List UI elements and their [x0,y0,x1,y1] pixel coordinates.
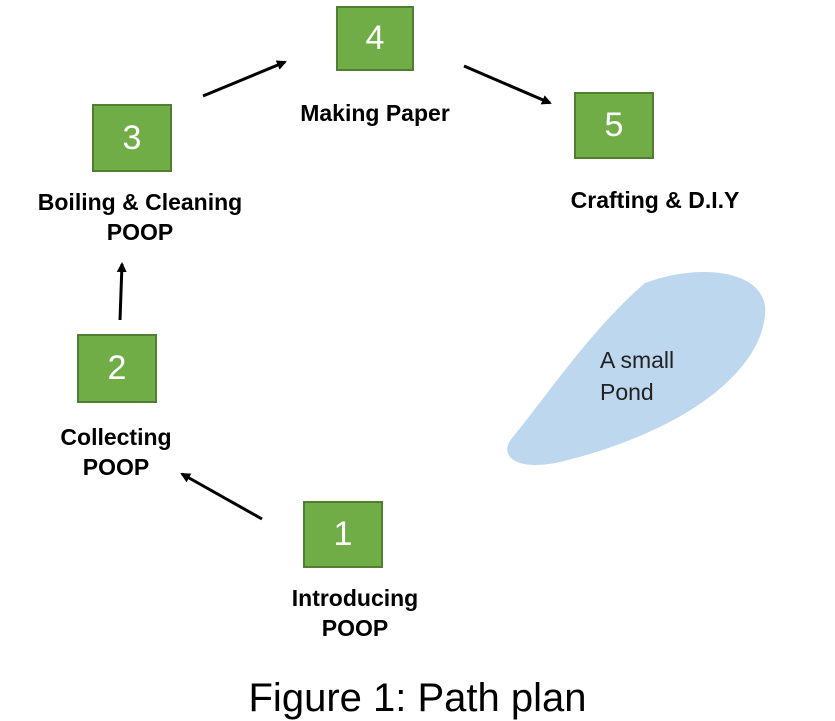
flow-diagram-canvas [116,60,766,521]
step-2-label-line1: Collecting [60,424,172,450]
step-3-label: Boiling & Cleaning POOP [10,187,270,247]
pond-label: A small Pond [600,344,720,408]
step-3-label-line1: Boiling & Cleaning [37,189,243,215]
step-4-label: Making Paper [275,98,475,128]
step-3-box: 3 [92,104,172,172]
pond-shape [507,271,766,465]
arrow-step2-to-step3 [116,262,127,321]
step-1-label-line2: POOP [321,615,389,641]
step-5-label-line1: Crafting & D.I.Y [570,187,740,213]
pond-label-line1: A small [600,347,675,373]
step-2-box: 2 [77,334,157,403]
pond-label-line2: Pond [600,379,654,405]
step-3-label-line2: POOP [106,219,174,245]
step-1-box: 1 [303,501,383,568]
step-4-label-line1: Making Paper [300,100,450,126]
step-1-label: Introducing POOP [255,583,455,643]
figure-caption: Figure 1: Path plan [248,676,587,720]
arrow-step3-to-step4 [202,60,287,98]
arrow-step1-to-step2 [180,472,263,521]
arrow-step4-to-step5 [463,64,552,105]
step-5-label: Crafting & D.I.Y [535,185,775,215]
step-2-label: Collecting POOP [16,422,216,482]
step-5-box: 5 [574,92,654,159]
step-4-box: 4 [336,6,414,71]
step-1-label-line1: Introducing [291,585,419,611]
step-2-label-line2: POOP [82,454,150,480]
